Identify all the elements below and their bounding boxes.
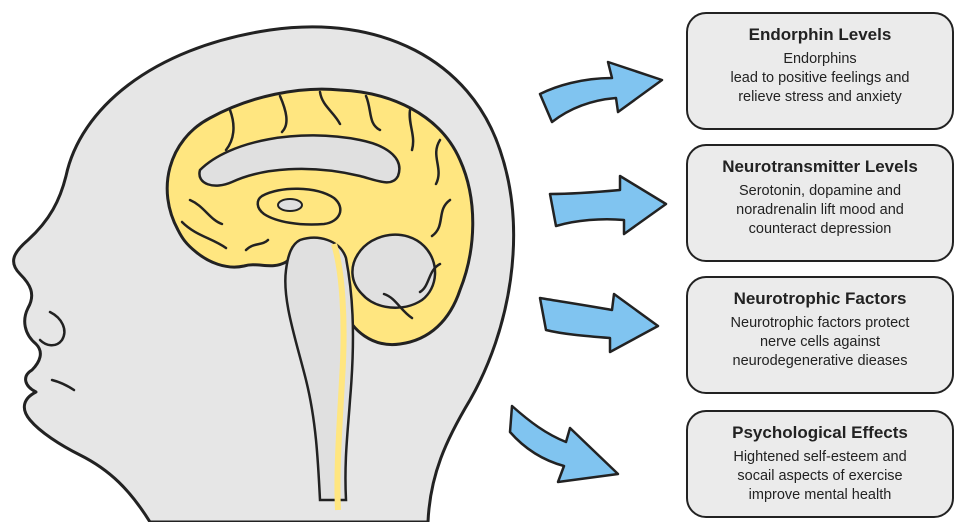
inner-structure	[278, 199, 302, 211]
arrow-1-icon	[534, 48, 674, 128]
box-line: noradrenalin lift mood and	[688, 201, 952, 220]
endorphin-levels-box: Endorphin Levels Endorphins lead to posi…	[686, 12, 954, 130]
psychological-effects-box: Psychological Effects Hightened self-est…	[686, 410, 954, 518]
box-line: Serotonin, dopamine and	[688, 182, 952, 201]
neurotransmitter-levels-box: Neurotransmitter Levels Serotonin, dopam…	[686, 144, 954, 262]
box-line: relieve stress and anxiety	[688, 88, 952, 107]
box-line: Endorphins	[688, 50, 952, 69]
box-body: Hightened self-esteem and socail aspects…	[688, 448, 952, 505]
box-title: Neurotransmitter Levels	[688, 156, 952, 178]
box-line: socail aspects of exercise	[688, 467, 952, 486]
box-line: nerve cells against	[688, 333, 952, 352]
arrow-2-icon	[544, 170, 674, 250]
box-title: Endorphin Levels	[688, 24, 952, 46]
box-line: neurodegenerative dieases	[688, 352, 952, 371]
box-line: improve mental health	[688, 486, 952, 505]
box-line: counteract depression	[688, 220, 952, 239]
cerebellum	[352, 235, 435, 308]
neurotrophic-factors-box: Neurotrophic Factors Neurotrophic factor…	[686, 276, 954, 394]
box-line: Neurotrophic factors protect	[688, 314, 952, 333]
box-line: Hightened self-esteem and	[688, 448, 952, 467]
arrow-4-icon	[506, 384, 626, 494]
box-title: Psychological Effects	[688, 422, 952, 444]
box-body: Neurotrophic factors protect nerve cells…	[688, 314, 952, 371]
box-body: Serotonin, dopamine and noradrenalin lif…	[688, 182, 952, 239]
box-title: Neurotrophic Factors	[688, 288, 952, 310]
box-line: lead to positive feelings and	[688, 69, 952, 88]
box-body: Endorphins lead to positive feelings and…	[688, 50, 952, 107]
arrow-3-icon	[532, 280, 672, 360]
